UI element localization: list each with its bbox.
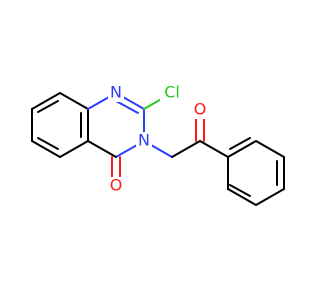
atom-labels: N N O O Cl: [108, 83, 208, 195]
bond-benzo-1: [31, 92, 61, 110]
atom-label-n3: N: [138, 131, 150, 150]
molecule-structure: N N O O Cl: [31, 83, 285, 206]
atom-label-cl: Cl: [164, 83, 180, 102]
bond-phenyl-4: [255, 188, 285, 206]
atom-label-n1: N: [110, 83, 122, 102]
bond-c4-c4a: [87, 140, 117, 158]
atom-label-o-ketone: O: [194, 100, 207, 119]
bond-phenyl-5-inner: [229, 184, 251, 197]
bond-benzo-1-inner: [37, 100, 59, 113]
bond-benzo-4: [59, 140, 89, 158]
bond-phenyl-1-inner: [229, 137, 251, 150]
bond-benzo-3-inner: [37, 137, 59, 150]
bonds: [31, 92, 285, 206]
bond-benzo-6: [59, 92, 89, 110]
bond-benzo-3: [31, 140, 61, 158]
bond-phenyl-2: [255, 140, 285, 158]
bond-cketone-phenyl: [199, 140, 229, 158]
bond-phenyl-1: [227, 140, 257, 158]
bond-ch2-cketone: [171, 140, 201, 158]
bond-phenyl-5: [227, 188, 257, 206]
bond-n1-c2-inner: [115, 100, 139, 114]
atom-label-o-lactam: O: [110, 176, 123, 195]
